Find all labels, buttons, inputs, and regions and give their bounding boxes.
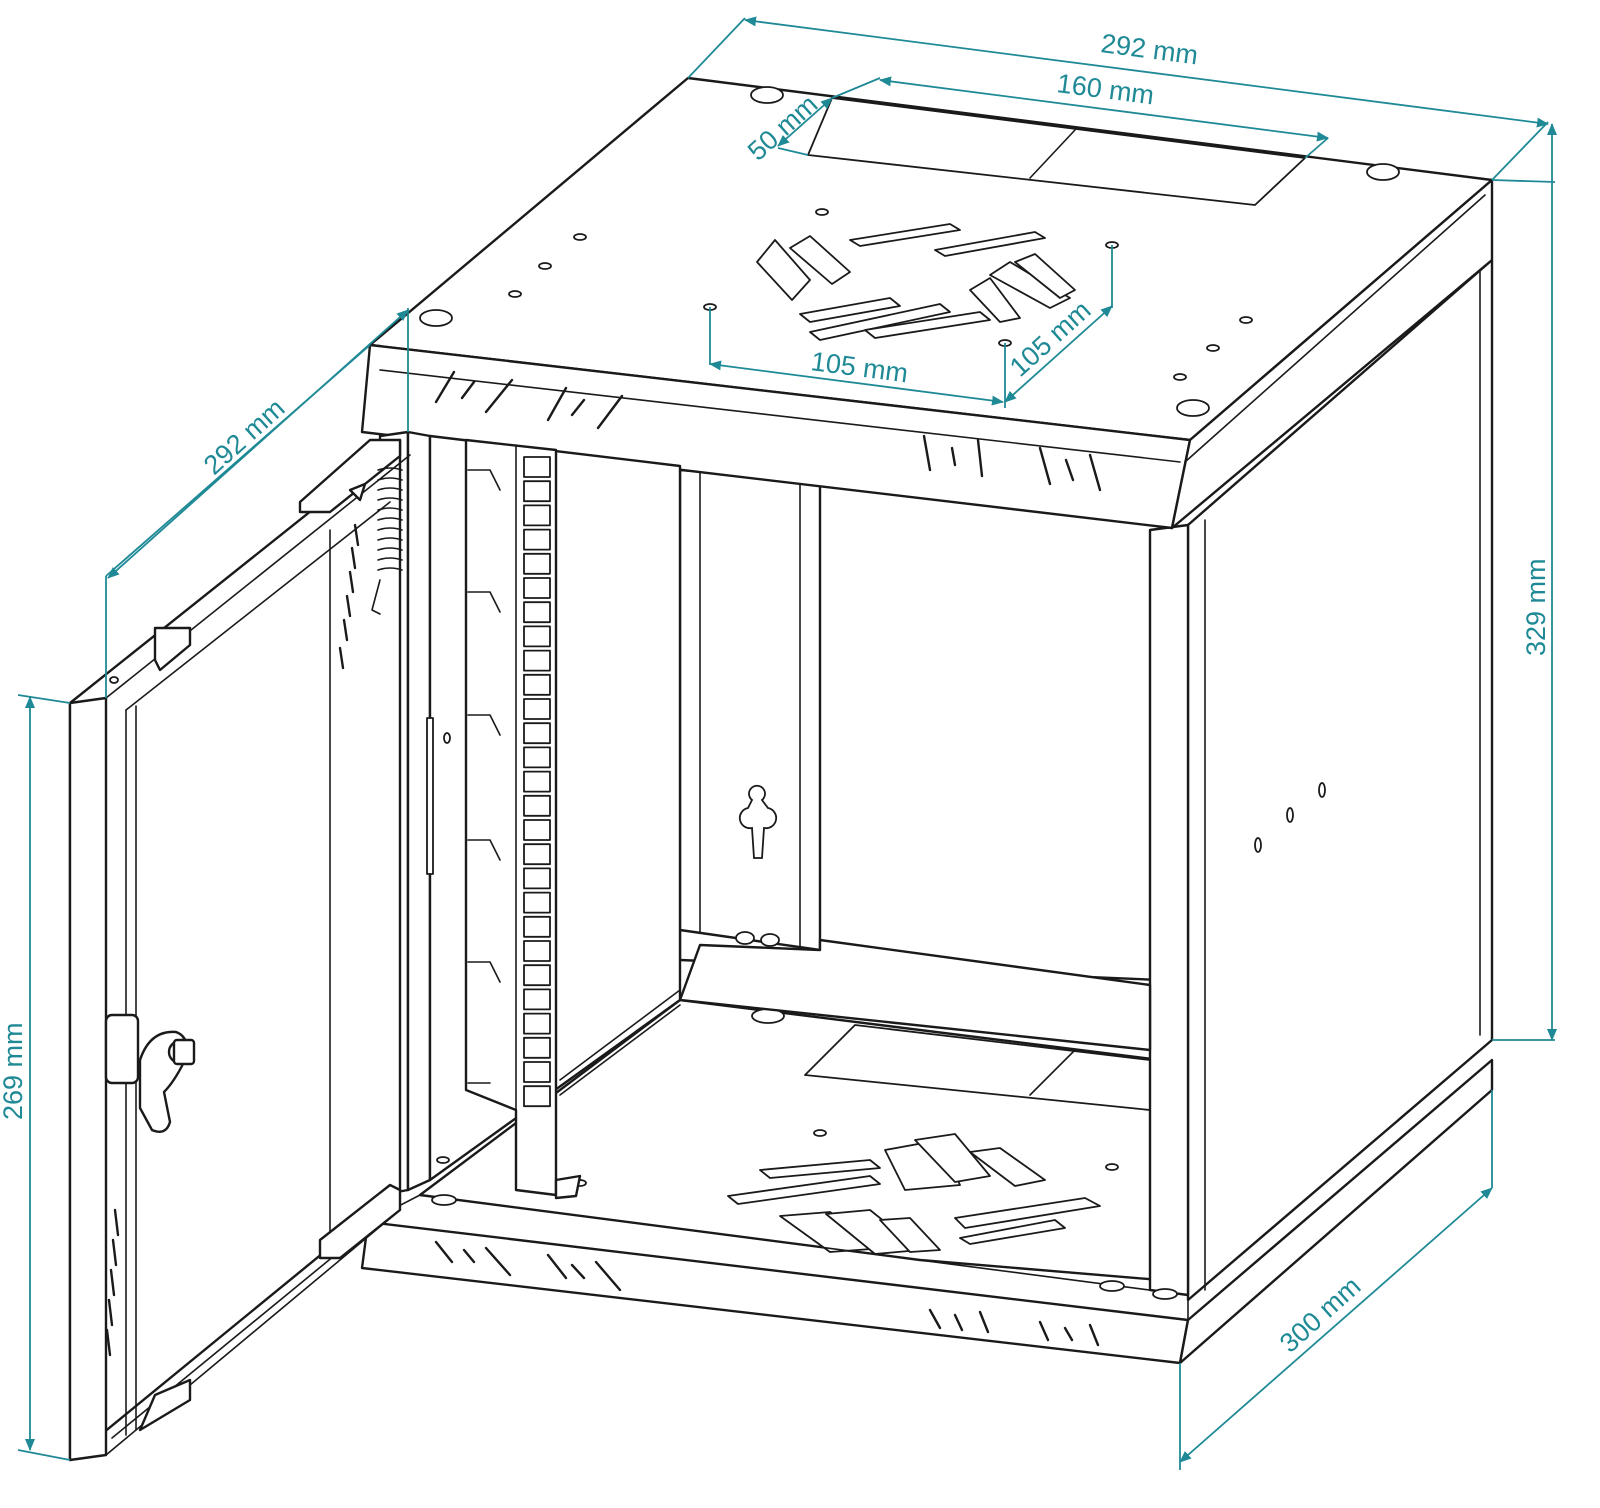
rail-hole xyxy=(523,915,551,938)
rail-hole xyxy=(523,1061,551,1083)
dim-label-bottom-depth: 300 mm xyxy=(1274,1271,1367,1359)
rail-hole xyxy=(523,1036,551,1059)
floor-fan-vent xyxy=(727,1133,1101,1255)
rail-hole xyxy=(523,577,551,599)
rail-hole xyxy=(523,891,551,914)
dim-line-fan-y xyxy=(1004,305,1113,403)
rail-hole xyxy=(523,1085,551,1108)
top-fan-vent xyxy=(756,223,1076,341)
rail-hole xyxy=(523,819,551,841)
dim-line-top-width xyxy=(744,16,1549,128)
dim-label-height: 329 mm xyxy=(1521,558,1551,656)
rail-hole xyxy=(523,843,551,866)
dim-line-bottom-depth xyxy=(1179,1187,1493,1463)
rail-hole xyxy=(523,770,551,793)
rail-hole xyxy=(523,988,551,1011)
upper-bracket xyxy=(153,626,192,672)
lower-bracket xyxy=(138,1378,192,1432)
rail-hole xyxy=(523,625,551,648)
rail-square-holes xyxy=(523,456,551,1108)
rail-bends xyxy=(467,469,501,1084)
dim-label-top-width: 292 mm xyxy=(1099,28,1200,70)
top-frame-slots xyxy=(434,370,1102,492)
rail-hole xyxy=(523,867,551,890)
back-channel xyxy=(678,468,822,952)
inner-side-wall xyxy=(1148,523,1190,1297)
keyhole xyxy=(738,784,778,859)
door-lock-icon[interactable] xyxy=(104,1013,196,1133)
dim-line-side-depth xyxy=(107,309,409,579)
rail-hole xyxy=(523,746,551,769)
dim-line-opening-depth xyxy=(777,97,833,147)
rail-hole xyxy=(523,964,551,987)
rail-hole xyxy=(523,1012,551,1035)
rail-hole xyxy=(523,940,551,962)
bottom-frame-slots xyxy=(434,1240,1100,1347)
rail-hole xyxy=(523,649,551,672)
dim-label-side-depth: 292 mm xyxy=(198,393,291,481)
cabinet-body xyxy=(418,258,1494,1302)
rail-hole xyxy=(523,673,551,696)
rail-hole xyxy=(523,504,551,527)
bottom-hinge xyxy=(318,1183,402,1260)
cabinet-door xyxy=(68,438,411,1462)
door-panel xyxy=(68,438,402,1462)
dim-line-top-opening xyxy=(879,76,1329,142)
dim-label-door-height: 269 mm xyxy=(0,1022,28,1120)
rail-hole xyxy=(523,456,551,478)
rail-hole xyxy=(523,552,551,575)
door-edge xyxy=(68,696,108,1462)
rail-hole xyxy=(523,794,551,817)
rail-hole xyxy=(523,698,551,720)
rail-hole xyxy=(523,480,551,503)
rail-hole xyxy=(523,722,551,745)
rail-hole xyxy=(523,528,551,551)
dim-line-fan-x xyxy=(709,360,1004,406)
rail-hole xyxy=(523,601,551,624)
cabinet-top xyxy=(360,76,1494,530)
top-side-bevel xyxy=(1170,178,1494,530)
